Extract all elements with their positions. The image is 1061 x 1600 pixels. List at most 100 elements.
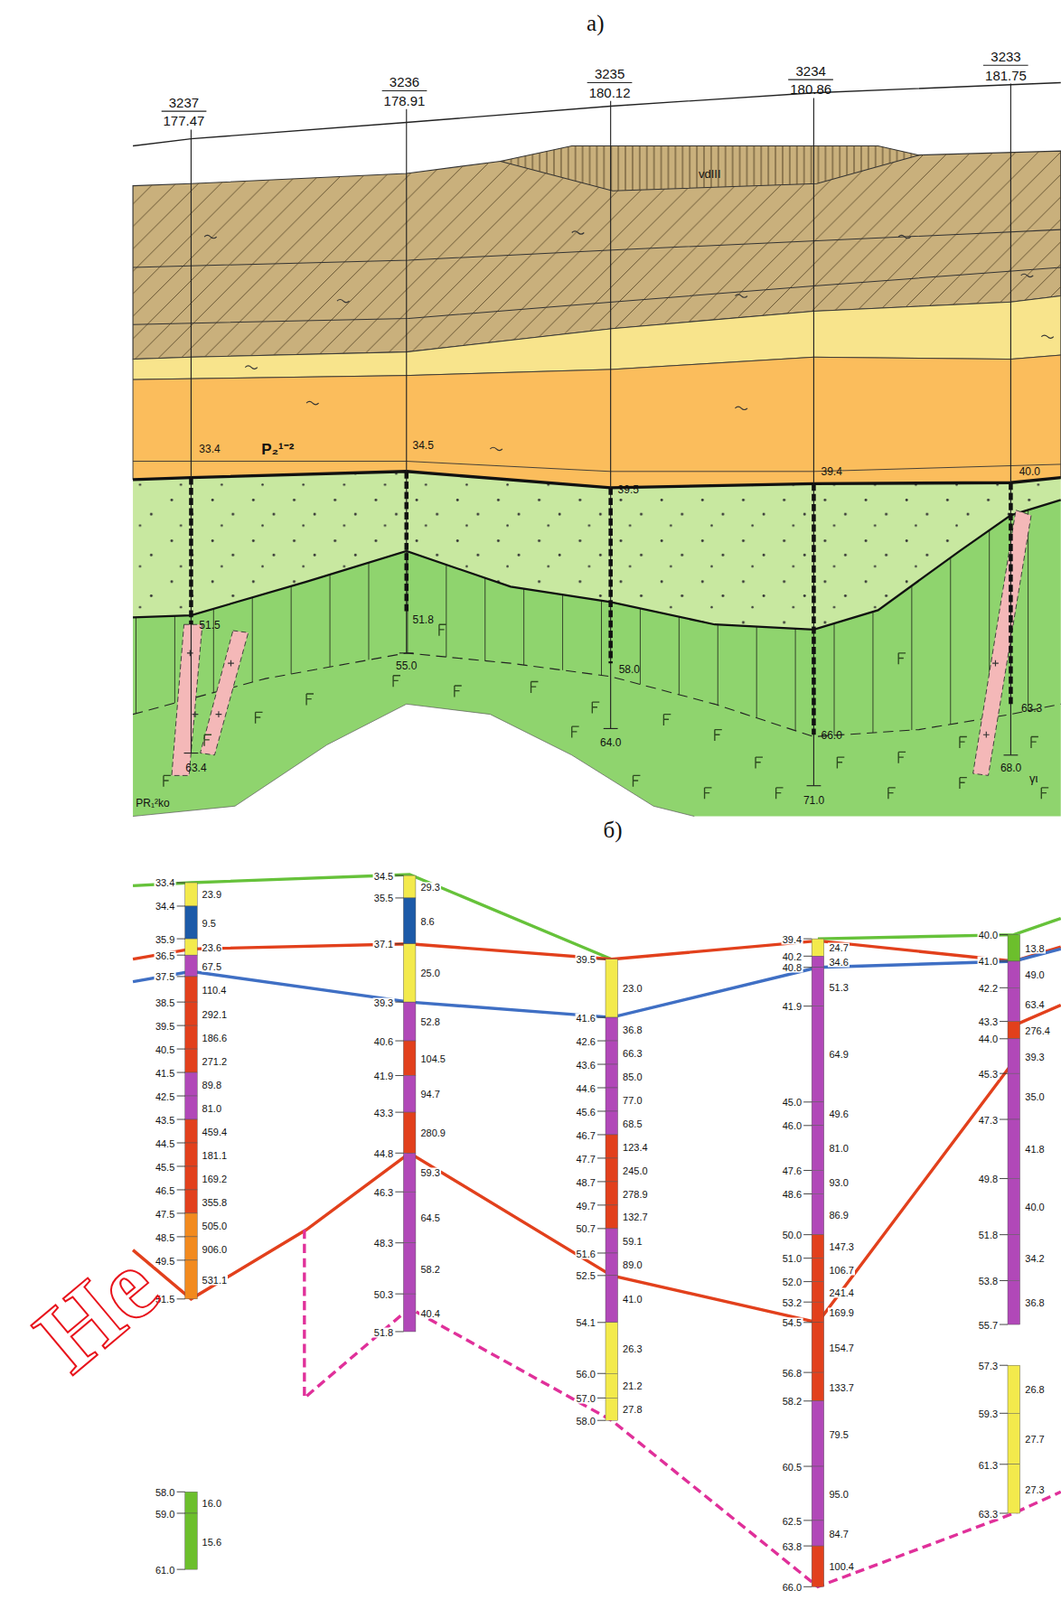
unit-index: γι bbox=[1029, 772, 1038, 785]
depth-tick bbox=[177, 1492, 186, 1493]
log-value: 181.1 bbox=[201, 1150, 229, 1161]
log-value: 36.8 bbox=[621, 1024, 643, 1035]
depth-label: 47.7 bbox=[574, 1154, 596, 1165]
granite-symbol bbox=[714, 730, 723, 742]
log-interval bbox=[811, 1282, 825, 1304]
depth-label: 39.4 bbox=[821, 466, 843, 478]
log-value: 100.4 bbox=[827, 1562, 855, 1573]
log-interval bbox=[403, 875, 416, 899]
depth-tick bbox=[394, 1041, 404, 1043]
clay-symbol bbox=[898, 234, 911, 238]
depth-label: 63.4 bbox=[185, 762, 207, 774]
depth-tick bbox=[177, 1119, 186, 1121]
depth-tick bbox=[597, 1228, 606, 1230]
log-value: 133.7 bbox=[827, 1382, 855, 1393]
granite-symbol bbox=[454, 685, 462, 697]
fracture-boundary bbox=[132, 653, 1061, 738]
depth-tick bbox=[803, 1234, 812, 1236]
depth-label: 51.0 bbox=[781, 1254, 803, 1265]
depth-label: 45.5 bbox=[154, 1162, 176, 1173]
log-value: 85.0 bbox=[621, 1071, 643, 1082]
depth-label: 61.3 bbox=[977, 1460, 999, 1471]
depth-tick bbox=[999, 1234, 1008, 1236]
log-interval bbox=[403, 1002, 416, 1042]
depth-label: 42.5 bbox=[154, 1091, 176, 1102]
log-value: 27.7 bbox=[1023, 1435, 1045, 1446]
granite-symbol bbox=[959, 778, 968, 789]
depth-label: 44.5 bbox=[154, 1138, 176, 1149]
sampled-interval bbox=[188, 478, 194, 626]
depth-label: 41.5 bbox=[154, 1068, 176, 1079]
depth-label: 54.5 bbox=[781, 1318, 803, 1329]
depth-tick bbox=[177, 1096, 186, 1098]
granite-symbol bbox=[836, 757, 845, 769]
granite-symbol bbox=[755, 757, 763, 769]
log-value: 23.9 bbox=[201, 890, 223, 901]
depth-label: 66.0 bbox=[781, 1583, 803, 1594]
basement-rock bbox=[132, 499, 1061, 817]
depth-tick bbox=[177, 1569, 186, 1571]
log-interval bbox=[185, 1513, 198, 1570]
depth-label: 49.5 bbox=[154, 1256, 176, 1267]
depth-label: 38.5 bbox=[154, 997, 176, 1008]
depth-label: 41.0 bbox=[977, 957, 999, 968]
depth-label: 46.7 bbox=[574, 1130, 596, 1141]
elevation: 181.75 bbox=[985, 67, 1027, 82]
log-interval bbox=[403, 1112, 416, 1154]
depth-label: 56.8 bbox=[781, 1368, 803, 1379]
clay-symbol bbox=[734, 406, 748, 410]
log-interval bbox=[811, 1258, 825, 1283]
depth-label: 39.5 bbox=[154, 1021, 176, 1032]
log-value: 40.4 bbox=[419, 1308, 441, 1319]
log-interval bbox=[1007, 1119, 1021, 1180]
sampled-interval bbox=[811, 483, 817, 735]
depth-tick bbox=[999, 1119, 1008, 1121]
depth-tick bbox=[999, 1021, 1008, 1023]
log-interval bbox=[1007, 1179, 1021, 1236]
depth-tick bbox=[394, 897, 404, 899]
borehole bbox=[405, 109, 407, 654]
depth-tick bbox=[177, 1143, 186, 1145]
log-value: 93.0 bbox=[827, 1178, 849, 1189]
depth-label: 39.5 bbox=[618, 484, 639, 496]
log-value: 35.0 bbox=[1023, 1092, 1045, 1103]
log-value: 41.0 bbox=[621, 1295, 643, 1306]
depth-label: 60.5 bbox=[781, 1462, 803, 1473]
log-value: 39.3 bbox=[1023, 1051, 1045, 1062]
log-interval bbox=[185, 1166, 198, 1191]
depth-label: 51.6 bbox=[574, 1248, 596, 1259]
clay-symbol bbox=[204, 234, 217, 238]
depth-label: 40.0 bbox=[1019, 466, 1041, 478]
depth-tick bbox=[177, 1212, 186, 1214]
depth-tick bbox=[803, 1400, 812, 1402]
depth-label: 36.5 bbox=[154, 950, 176, 961]
granite-symbol bbox=[204, 734, 212, 746]
depth-label: 58.0 bbox=[154, 1488, 176, 1499]
log-interval bbox=[605, 1276, 619, 1324]
log-value: 58.2 bbox=[419, 1264, 441, 1275]
log-interval bbox=[403, 944, 416, 1003]
log-value: 81.0 bbox=[827, 1144, 849, 1155]
fraction-line bbox=[587, 82, 633, 84]
depth-label: 44.8 bbox=[373, 1148, 395, 1159]
log-value: 49.6 bbox=[827, 1109, 849, 1120]
depth-tick bbox=[597, 1398, 606, 1400]
log-value: 245.0 bbox=[621, 1165, 649, 1176]
correlation-line bbox=[132, 948, 1061, 1018]
depth-label: 34.5 bbox=[373, 871, 395, 882]
log-value: 147.3 bbox=[827, 1242, 855, 1253]
depth-label: 43.5 bbox=[154, 1115, 176, 1126]
log-interval bbox=[1007, 1464, 1021, 1514]
log-interval bbox=[605, 1135, 619, 1159]
depth-label: 51.8 bbox=[413, 614, 434, 626]
sampled-interval bbox=[404, 471, 410, 613]
borehole bbox=[190, 129, 192, 753]
depth-tick bbox=[803, 938, 812, 940]
log-interval bbox=[811, 1521, 825, 1547]
log-value: 123.4 bbox=[621, 1142, 649, 1153]
depth-tick bbox=[177, 882, 186, 883]
log-interval bbox=[605, 1088, 619, 1112]
depth-label: 48.3 bbox=[373, 1239, 395, 1249]
log-value: 459.4 bbox=[201, 1126, 229, 1137]
depth-label: 50.3 bbox=[373, 1289, 395, 1300]
